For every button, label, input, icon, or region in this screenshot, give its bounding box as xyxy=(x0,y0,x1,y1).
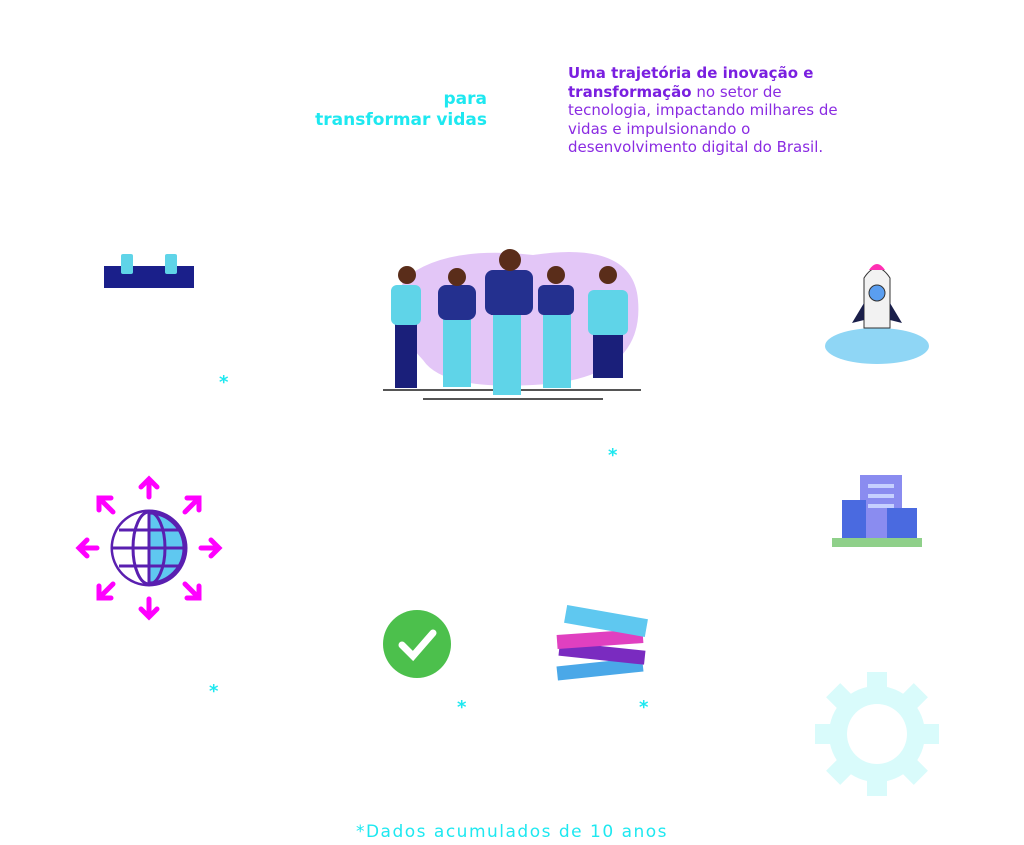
headline-line1: para xyxy=(443,89,488,109)
asterisk: * xyxy=(219,372,229,393)
intro-text: Uma trajetória de inovação e transformaç… xyxy=(568,64,838,157)
check-badge-icon xyxy=(383,610,451,678)
globe-arrows-icon xyxy=(75,475,223,621)
asterisk: * xyxy=(457,697,467,718)
footer-note: *Dados acumulados de 10 anos xyxy=(355,822,669,842)
asterisk: * xyxy=(608,445,618,466)
headline-line2: transformar vidas xyxy=(315,110,487,130)
team-illustration xyxy=(383,249,641,400)
headline: para transformar vidas xyxy=(277,89,487,131)
gear-icon xyxy=(815,672,939,796)
intro-bold: Uma trajetória de inovação e transformaç… xyxy=(568,64,814,101)
books-icon xyxy=(556,605,648,681)
rocket-icon xyxy=(825,264,929,364)
building-icon xyxy=(832,475,922,547)
asterisk: * xyxy=(209,681,219,702)
calendar-icon xyxy=(104,254,194,288)
intro-rest: no setor de tecnologia, impactando milha… xyxy=(568,82,838,157)
asterisk: * xyxy=(639,697,649,718)
